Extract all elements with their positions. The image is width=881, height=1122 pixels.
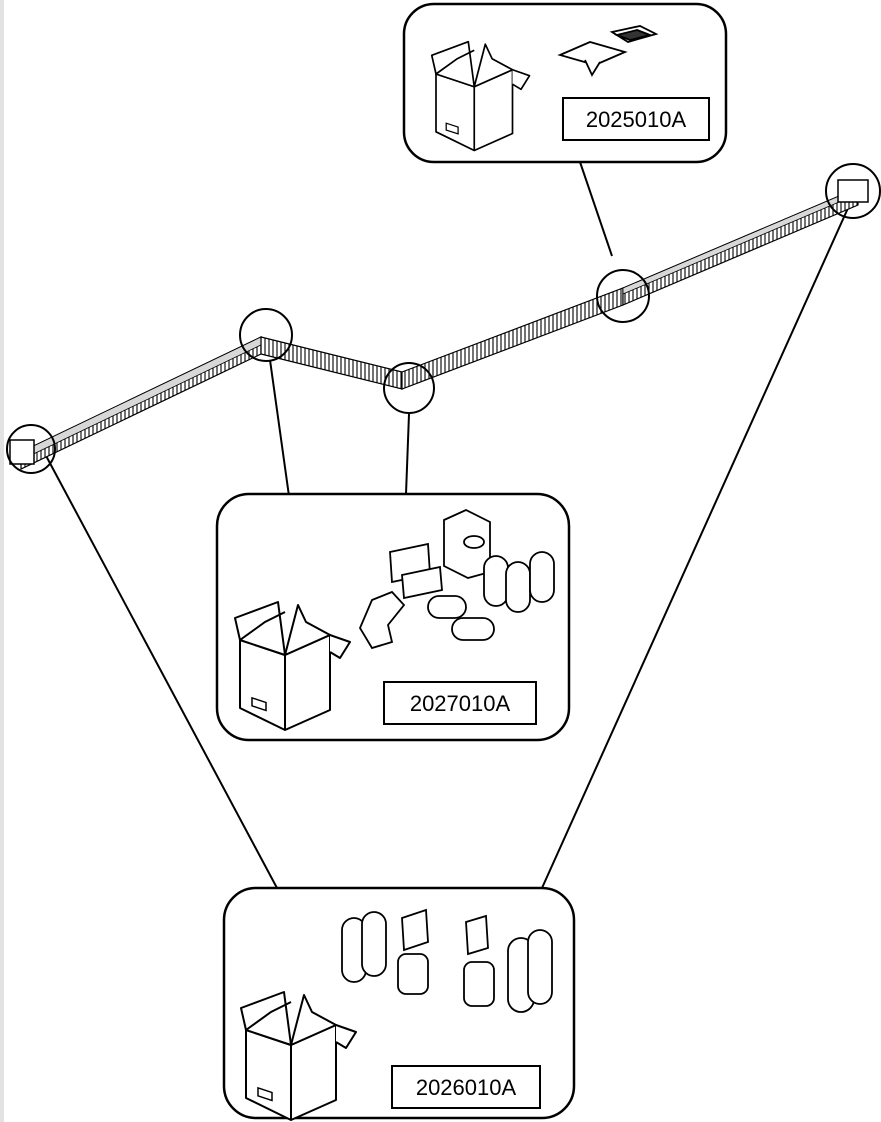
callout-2027010A: 2027010A: [215, 492, 571, 742]
part-number-box: [562, 97, 710, 141]
joint-marker: [596, 269, 650, 323]
part-number-box: [383, 681, 537, 725]
callout-2025010A: 2025010A: [402, 2, 728, 164]
joint-marker: [825, 163, 881, 219]
connector-line: [43, 451, 278, 889]
parts-sketch: [341, 908, 553, 1013]
joint-marker: [239, 308, 293, 362]
barrier-segment: [260, 336, 403, 390]
barrier-line: [9, 179, 869, 470]
parts-sketch: [358, 509, 555, 650]
page-edge-bar: [0, 0, 4, 1122]
callout-2026010A: 2026010A: [222, 886, 576, 1121]
connector-line: [541, 196, 854, 889]
connector-lines: [43, 161, 854, 889]
connector-line: [579, 161, 613, 257]
part-number-label: 2027010A: [410, 691, 511, 716]
joint-marker: [6, 424, 56, 474]
parts-sketch: [557, 25, 659, 77]
connector-line: [269, 359, 290, 497]
connection-markers: [6, 163, 881, 474]
part-number-label: 2025010A: [586, 107, 687, 132]
part-number-box: [391, 1065, 541, 1109]
joint-marker: [383, 362, 435, 414]
connector-line: [405, 413, 410, 495]
barrier-segment: [401, 287, 624, 390]
part-number-label: 2026010A: [416, 1075, 517, 1100]
